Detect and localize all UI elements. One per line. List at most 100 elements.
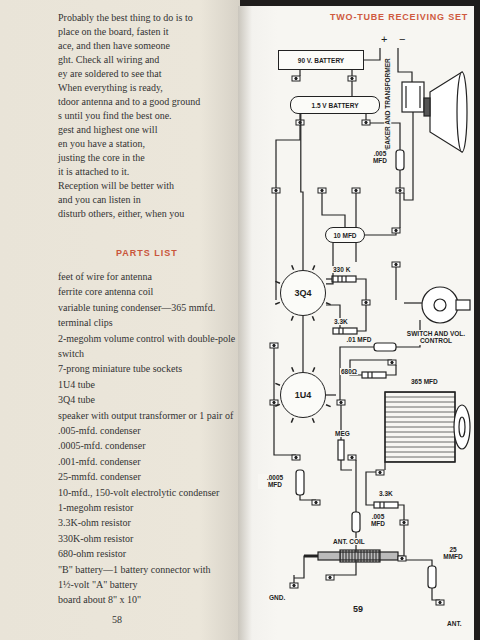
socket-pin: [312, 316, 314, 321]
component-label: .005 MFD: [364, 513, 392, 528]
terminal-clip: [292, 455, 300, 460]
socket-pin: [275, 281, 280, 283]
node-text: 1.5 V BATTERY: [312, 102, 359, 109]
node-text: 1U4: [295, 390, 312, 400]
socket-pin: [313, 367, 315, 372]
terminal-clip: [270, 400, 278, 405]
component-label: +: [380, 34, 388, 45]
clip-screw: [401, 557, 403, 559]
component-label: ANT.: [446, 620, 462, 627]
terminal-clip: [272, 188, 280, 193]
component-label: −: [398, 34, 406, 45]
parts-item: .0005-mfd. condenser: [58, 440, 145, 451]
parts-item: speaker with output transformer or 1 pai…: [58, 410, 233, 421]
terminal-clip: [290, 583, 298, 588]
component-label: SPEAKER AND TRANSFORMER: [384, 57, 391, 158]
socket-pin: [326, 303, 331, 305]
socket-pin: [291, 316, 293, 321]
wire: [301, 114, 303, 270]
clip-screw: [340, 401, 342, 403]
component-label: ANT. COIL: [332, 538, 366, 545]
parts-item: 3.3K-ohm resistor: [58, 517, 131, 528]
parts-item: 330K-ohm resistor: [58, 533, 133, 544]
clip-screw: [275, 189, 277, 191]
terminal-clip: [348, 76, 356, 81]
parts-item: switch: [58, 348, 84, 359]
parts-item: 3Q4 tube: [58, 394, 95, 405]
clip-screw: [273, 344, 275, 346]
clip-screw: [403, 521, 405, 523]
page-number: 58: [112, 614, 122, 625]
parts-item: ferrite core antenna coil: [58, 286, 153, 297]
body-text: disturb others, either, when you: [58, 208, 184, 219]
tube-socket: 1U4: [280, 372, 326, 418]
wires: [274, 48, 440, 600]
body-text: tdoor antenna and to a good ground: [58, 96, 200, 107]
clip-screw: [293, 584, 295, 586]
socket-pin: [326, 405, 331, 407]
terminal-clip: [400, 520, 408, 525]
clip-screw: [395, 263, 397, 265]
socket-pin: [312, 418, 314, 423]
body-text: it is attached to it.: [58, 166, 129, 177]
clip-screw: [379, 471, 381, 473]
clip-screw: [395, 229, 397, 231]
body-text: s until you find the best one.: [58, 110, 172, 121]
parts-item: 2-megohm volume control with double-pole: [58, 333, 235, 344]
clip-screw: [321, 189, 323, 191]
clip-screw: [295, 456, 297, 458]
parts-item: 1½-volt "A" battery: [58, 579, 138, 590]
terminal-clip: [270, 343, 278, 348]
body-text: Probably the best thing to do is to: [58, 12, 193, 23]
component-label: 365 MFD: [410, 378, 439, 385]
parts-item: feet of wire for antenna: [58, 271, 152, 282]
terminal-clip: [326, 575, 334, 580]
socket-pin: [313, 265, 315, 270]
component-label: .0005 MFD: [258, 474, 292, 489]
cylinder-part: 10 MFD: [325, 227, 365, 243]
terminal-clip: [392, 262, 400, 267]
node-text: 10 MFD: [333, 232, 356, 239]
body-text: When everything is ready,: [58, 82, 163, 93]
node-text: 90 V. BATTERY: [298, 57, 344, 64]
clip-screw: [295, 77, 297, 79]
clip-screw: [315, 501, 317, 503]
socket-pin: [275, 383, 280, 385]
terminal-clip: [396, 188, 404, 193]
body-text: Reception will be better with: [58, 180, 174, 191]
socket-pin: [291, 418, 293, 423]
node-text: 3Q4: [294, 288, 311, 298]
socket-pin: [292, 265, 294, 270]
socket-pin: [275, 404, 280, 406]
body-text: en you have a station,: [58, 138, 145, 149]
body-text: gest and highest one will: [58, 124, 157, 135]
terminal-clip: [312, 500, 320, 505]
terminal-clip: [362, 120, 370, 125]
parts-item: .001-mfd. condenser: [58, 456, 140, 467]
component-label: 25 MMFD: [438, 546, 468, 561]
terminal-clip: [398, 556, 406, 561]
component-label: 59: [352, 604, 364, 614]
terminal-clip: [352, 188, 360, 193]
body-text: ace, and then have someone: [58, 40, 170, 51]
clip-screw: [329, 576, 331, 578]
body-text: place on the board, fasten it: [58, 26, 169, 37]
clip-screw: [365, 121, 367, 123]
component-label: 680Ω: [340, 368, 358, 375]
parts-item: board about 8" x 10": [58, 594, 141, 605]
terminal-clip: [337, 400, 345, 405]
clip-screw: [273, 401, 275, 403]
terminal-clip: [348, 455, 356, 460]
clip-screw: [391, 361, 393, 363]
component-label: .01 MFD: [345, 336, 373, 343]
parts-item: .005-mfd. condenser: [58, 425, 140, 436]
socket-pin: [292, 367, 294, 372]
wire: [302, 316, 303, 372]
component-label: .005 MFD: [366, 150, 394, 165]
component-label: SWITCH AND VOL. CONTROL: [402, 330, 470, 345]
cylinder-part: 1.5 V BATTERY: [290, 96, 380, 114]
parts-item: 1-megohm resistor: [58, 502, 133, 513]
clip-screw: [439, 601, 441, 603]
components: [296, 72, 470, 588]
socket-pin: [275, 302, 280, 304]
